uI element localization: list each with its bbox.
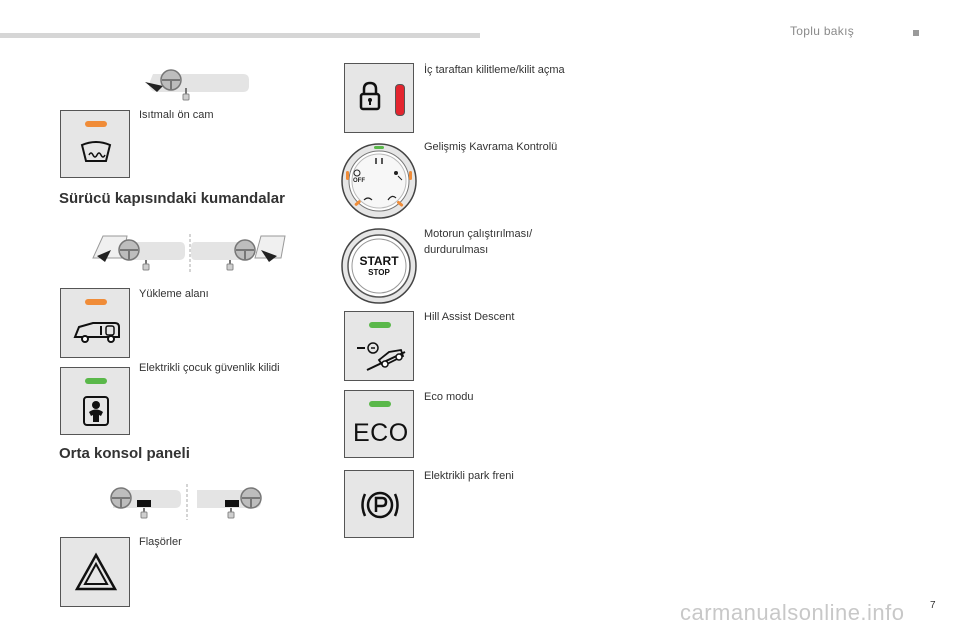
eco-mode-label: Eco modu bbox=[424, 391, 474, 403]
watermark: carmanualsonline.info bbox=[680, 600, 905, 625]
central-locking-button[interactable] bbox=[344, 63, 414, 133]
header-bar bbox=[0, 33, 480, 38]
hill-assist-descent-button[interactable] bbox=[344, 311, 414, 381]
child-lock-button[interactable] bbox=[60, 367, 130, 435]
center-console-location-icon bbox=[110, 484, 262, 520]
child-lock-label: Elektrikli çocuk güvenlik kilidi bbox=[139, 362, 280, 374]
hill-assist-label: Hill Assist Descent bbox=[424, 311, 515, 323]
hazard-triangle-icon bbox=[74, 552, 118, 591]
dashboard-location-icon bbox=[145, 69, 249, 101]
driver-door-location-icon bbox=[92, 234, 286, 274]
hill-descent-icon bbox=[357, 342, 406, 371]
hazard-warning-button[interactable] bbox=[60, 537, 130, 607]
section-marker bbox=[913, 30, 919, 36]
heated-windscreen-button[interactable] bbox=[60, 110, 130, 178]
start-stop-button[interactable]: START STOP bbox=[340, 227, 418, 305]
grip-control-dial[interactable]: OFF bbox=[340, 142, 418, 220]
parking-brake-icon bbox=[361, 491, 399, 519]
center-console-heading: Orta konsol paneli bbox=[59, 445, 190, 462]
child-lock-icon bbox=[83, 396, 109, 426]
grip-control-label: Gelişmiş Kavrama Kontrolü bbox=[424, 141, 558, 153]
van-side-door-icon bbox=[73, 322, 120, 343]
hazard-label: Flaşörler bbox=[139, 536, 182, 548]
driver-door-heading: Sürücü kapısındaki kumandalar bbox=[59, 190, 285, 207]
section-title: Toplu bakış bbox=[790, 24, 855, 38]
start-stop-label: Motorun çalıştırılması/ durdurulması bbox=[424, 228, 533, 256]
park-brake-switch[interactable] bbox=[344, 470, 414, 538]
eco-text: ECO bbox=[353, 419, 409, 447]
load-area-button[interactable] bbox=[60, 288, 130, 358]
park-brake-label: Elektrikli park freni bbox=[424, 470, 514, 482]
central-locking-label: İç taraftan kilitleme/kilit açma bbox=[424, 64, 565, 76]
heated-windscreen-label: Isıtmalı ön cam bbox=[139, 109, 214, 121]
lock-indicator-led bbox=[395, 84, 405, 116]
load-area-label: Yükleme alanı bbox=[139, 288, 209, 300]
padlock-icon bbox=[359, 81, 381, 111]
windscreen-heating-icon bbox=[80, 141, 112, 162]
stop-text: STOP bbox=[368, 268, 390, 277]
page-number: 7 bbox=[930, 600, 936, 611]
eco-mode-button[interactable]: ECO bbox=[344, 390, 414, 458]
start-text: START bbox=[359, 254, 399, 268]
esp-off-text: OFF bbox=[353, 178, 365, 184]
